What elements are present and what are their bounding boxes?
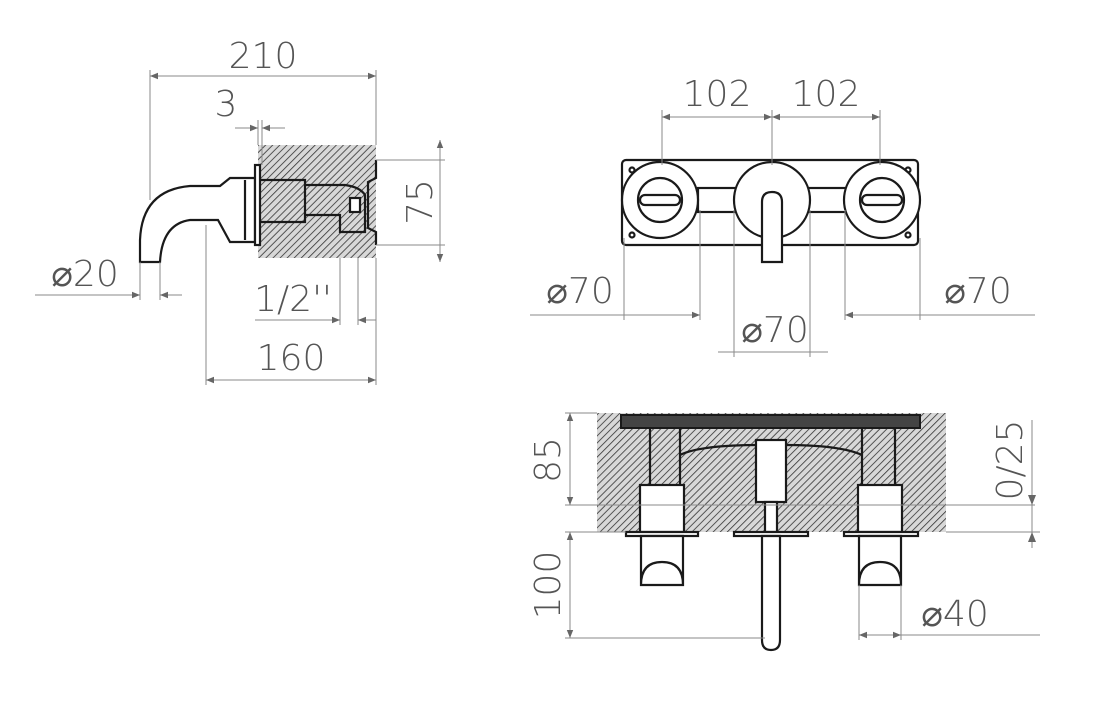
handle-right [857,534,903,587]
top-spout [760,534,782,652]
dim-flange-thickness: 3 [215,84,238,125]
dim-overall-length: 210 [229,36,298,77]
front-view: 102 102 ⌀70 ⌀70 ⌀70 [530,74,1035,357]
spout [138,176,257,264]
dim-spout-diameter: ⌀20 [51,254,118,295]
dim-body-height: 75 [400,179,441,225]
dim-connection-thread: 1/2'' [254,279,332,320]
dim-handle-diameter: ⌀40 [921,594,988,635]
top-view: 85 100 0/25 ⌀40 [528,412,1040,652]
handle-left [639,534,685,587]
dim-spacing-right: 102 [792,74,861,115]
dim-rosette-right-diameter: ⌀70 [944,271,1011,312]
valve-body [260,178,367,234]
dim-embed-depth: 85 [528,437,569,483]
flange [253,163,262,247]
top-cover-plate [620,414,921,429]
wall-bracket [366,160,378,245]
front-spout [760,190,784,264]
dim-adjustment-range: 0/25 [990,420,1031,501]
dim-rosette-center-diameter: ⌀70 [741,310,808,351]
dim-spout-projection: 100 [528,551,569,620]
side-view: 210 3 75 ⌀20 1/2'' 160 [35,36,445,385]
dim-spacing-left: 102 [683,74,752,115]
dim-projection: 160 [257,338,326,379]
dim-rosette-left-diameter: ⌀70 [546,271,613,312]
